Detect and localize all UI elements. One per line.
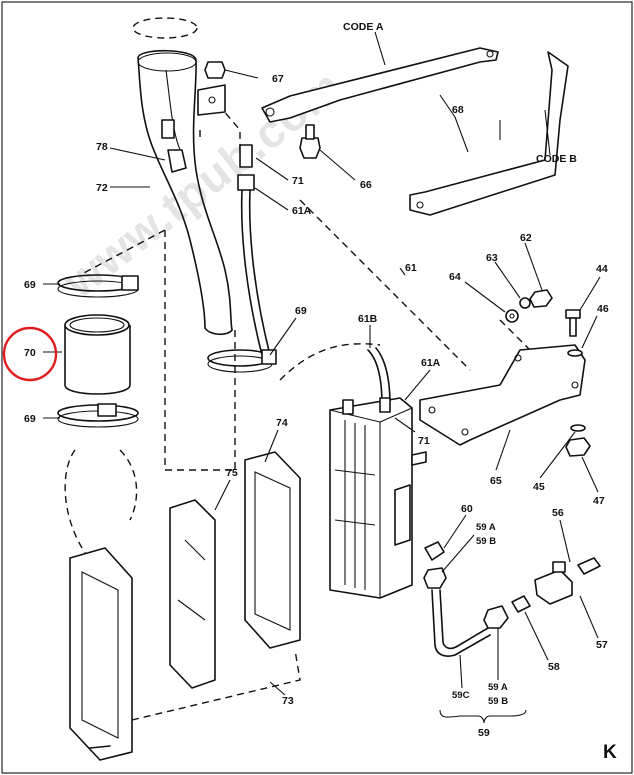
screen-75 [169,499,216,689]
dashed-guide-lines [64,94,561,561]
label-60: 60 [461,503,473,515]
label-71-top: 71 [292,175,304,187]
tube-61b [367,347,391,406]
label-59b-bottom: 59 B [488,696,508,707]
bracket-65 [419,344,586,446]
gasket-74 [244,451,301,649]
figure-letter: K [603,742,617,763]
fitting-71-top [237,144,255,191]
tube-assembly-59 [423,541,531,657]
label-68: 68 [452,104,464,116]
label-65: 65 [490,475,502,487]
fitting-78 [161,119,187,173]
label-45: 45 [533,481,545,493]
label-75: 75 [226,467,238,479]
label-78: 78 [96,141,108,153]
valve-57 [534,561,573,605]
label-58: 58 [548,661,560,673]
label-59: 59 [478,727,490,739]
label-69-mid: 69 [295,305,307,317]
hose-clamp-69-mid [207,349,277,373]
label-56: 56 [552,507,564,519]
label-74: 74 [276,417,288,429]
washer-45 [570,424,586,432]
label-64: 64 [449,271,461,283]
label-code-a: CODE A [343,21,384,33]
washer-46 [567,349,583,357]
nut-47 [565,437,591,457]
label-62: 62 [520,232,532,244]
air-intake-elbow-72 [132,17,233,336]
label-code-b: CODE B [536,153,577,165]
hose-clamp-69-bottom [57,403,139,428]
label-73: 73 [282,695,294,707]
label-57: 57 [596,639,608,651]
label-59a-bottom: 59 A [488,682,508,693]
leader-lines [43,31,601,724]
callout-labels: CODE A CODE B 67 68 78 71 66 72 61A 69 7… [24,21,617,763]
label-47: 47 [593,495,605,507]
label-71-mid: 71 [418,435,430,447]
label-46: 46 [597,303,609,315]
label-59c: 59C [452,690,470,701]
highlight-circle [2,326,58,382]
label-59a-top: 59 A [476,522,496,533]
bolt-44 [565,309,581,337]
label-61b: 61B [358,313,378,325]
label-61a-mid: 61A [421,357,441,369]
label-61a-top: 61A [292,205,312,217]
label-61: 61 [405,262,417,274]
label-63: 63 [486,252,498,264]
hose-clamp-69-top [57,274,139,298]
label-69-top: 69 [24,279,36,291]
fitting-56 [577,557,601,575]
label-67: 67 [272,73,284,85]
label-72: 72 [96,182,108,194]
label-69-bottom: 69 [24,413,36,425]
label-66: 66 [360,179,372,191]
frame-73 [69,547,301,761]
hose-70 [64,314,131,395]
tube-61a-upper [240,189,271,356]
intercooler-core [329,397,427,599]
label-44: 44 [596,263,608,275]
label-70: 70 [24,347,36,359]
fasteners-66-67 [197,61,321,159]
fasteners-62-63-64 [505,289,553,323]
label-59b-top: 59 B [476,536,496,547]
